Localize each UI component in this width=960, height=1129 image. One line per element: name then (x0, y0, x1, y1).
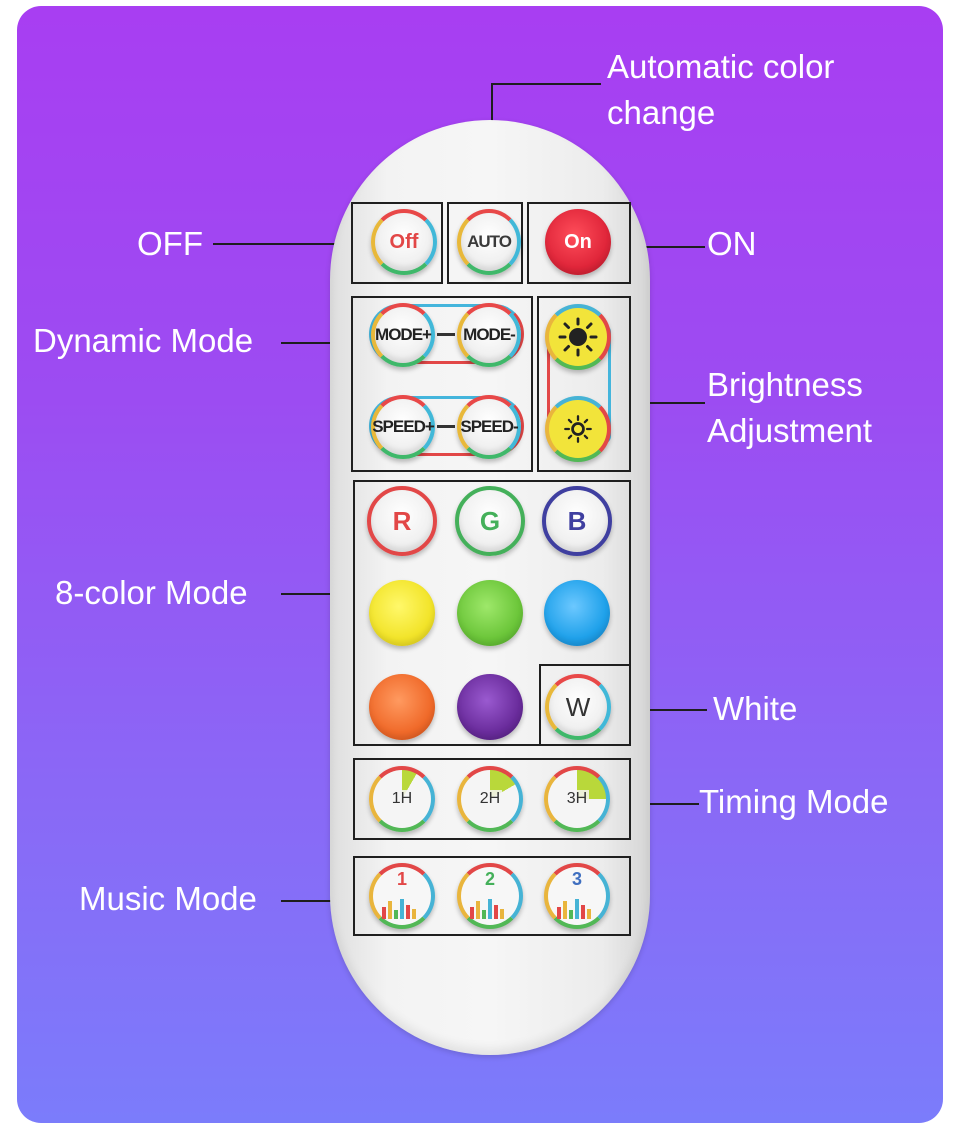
speed-plus-label: SPEED+ (372, 417, 435, 436)
box-music-mode (353, 856, 631, 936)
timer-2h-button[interactable]: 2H (457, 766, 523, 832)
label-auto-line2: change (607, 94, 716, 131)
label-white: White (713, 690, 798, 727)
label-music-mode: Music Mode (79, 880, 257, 917)
on-button-label: On (564, 230, 592, 253)
label-on: ON (707, 225, 757, 262)
music-3-number: 3 (571, 869, 582, 889)
red-letter-label: R (392, 505, 412, 536)
callout-line-on (631, 246, 705, 248)
mode-pill-outline (369, 304, 524, 364)
timer-1h-button[interactable]: 1H (369, 766, 435, 832)
background-panel: Automatic color change OFF ON Dynamic Mo… (17, 6, 943, 1123)
speed-minus-button[interactable]: SPEED- (457, 395, 521, 459)
sky-color-button[interactable] (544, 580, 610, 646)
box-brightness (537, 296, 631, 472)
green-letter-button[interactable]: G (455, 486, 525, 556)
mode-plus-label: MODE+ (375, 325, 432, 344)
blue-letter-button[interactable]: B (542, 486, 612, 556)
music-1-number: 1 (396, 869, 407, 889)
lime-color-button[interactable] (457, 580, 523, 646)
box-white (539, 664, 631, 746)
label-dynamic-mode: Dynamic Mode (33, 322, 254, 359)
callout-line-off (213, 243, 351, 245)
clock-1h-icon: 1H (389, 790, 415, 808)
box-timing-mode (353, 758, 631, 840)
callout-line-dynamic (281, 342, 351, 344)
callout-line-timing (631, 803, 699, 805)
box-dynamic-mode (351, 296, 533, 472)
mode-minus-button[interactable]: MODE- (457, 303, 521, 367)
speed-minus-label: SPEED- (460, 417, 518, 436)
purple-color-button[interactable] (457, 674, 523, 740)
mode-connector (437, 333, 455, 336)
brightness-up-button[interactable] (545, 304, 611, 370)
clock-3h-icon: 3H (564, 790, 590, 808)
label-brightness-adjustment: Brightness Adjustment (707, 362, 872, 454)
label-off: OFF (137, 225, 203, 262)
label-timing-mode: Timing Mode (699, 783, 889, 820)
music-3-button[interactable]: 3 (544, 863, 610, 929)
sun-small-icon (564, 415, 592, 443)
box-8-color-mode (353, 480, 631, 746)
red-letter-button[interactable]: R (367, 486, 437, 556)
music-1-button[interactable]: 1 (369, 863, 435, 929)
callout-line-auto-horizontal (491, 83, 601, 85)
callout-line-music (281, 900, 353, 902)
music-2-number: 2 (484, 869, 495, 889)
speed-pill-outline (369, 396, 524, 456)
yellow-color-button[interactable] (369, 580, 435, 646)
equalizer-2-icon (470, 899, 504, 919)
callout-line-white (631, 709, 707, 711)
orange-color-button[interactable] (369, 674, 435, 740)
speed-connector (437, 425, 455, 428)
mode-minus-label: MODE- (463, 325, 516, 344)
box-off (351, 202, 443, 284)
callout-line-8-color (281, 593, 353, 595)
label-brightness-line1: Brightness (707, 366, 863, 403)
box-on (527, 202, 631, 284)
equalizer-1-icon (382, 899, 416, 919)
green-letter-label: G (479, 505, 501, 536)
white-button-label: W (565, 691, 591, 722)
callout-line-brightness (631, 402, 705, 404)
auto-button[interactable]: AUTO (457, 209, 521, 275)
off-button-label: Off (389, 230, 419, 253)
speed-plus-button[interactable]: SPEED+ (371, 395, 435, 459)
label-8-color-mode: 8-color Mode (55, 574, 248, 611)
brightness-down-button[interactable] (545, 396, 611, 462)
label-automatic-color-change: Automatic color change (607, 44, 834, 136)
sun-large-icon (558, 317, 598, 357)
box-auto (447, 202, 523, 284)
white-button[interactable]: W (545, 674, 611, 740)
timer-3h-button[interactable]: 3H (544, 766, 610, 832)
on-button[interactable]: On (545, 209, 611, 275)
label-auto-line1: Automatic color (607, 48, 835, 85)
off-button[interactable]: Off (371, 209, 437, 275)
music-2-button[interactable]: 2 (457, 863, 523, 929)
label-brightness-line2: Adjustment (707, 412, 873, 449)
equalizer-3-icon (557, 899, 591, 919)
clock-2h-icon: 2H (477, 790, 503, 808)
blue-letter-label: B (567, 505, 587, 536)
mode-plus-button[interactable]: MODE+ (371, 303, 435, 367)
auto-button-label: AUTO (467, 232, 512, 251)
